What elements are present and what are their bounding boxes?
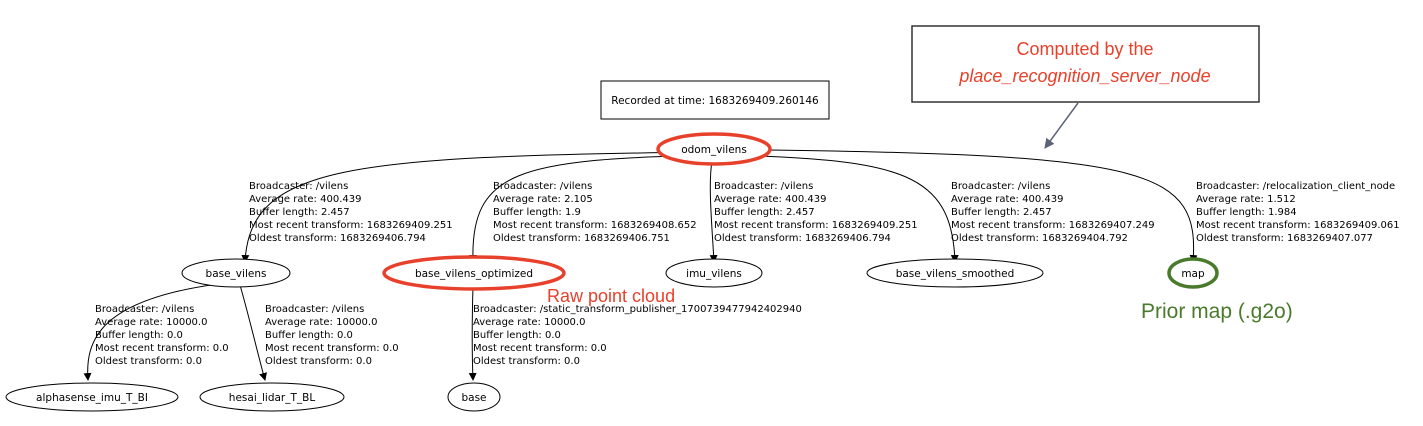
edge-rate: Average rate: 10000.0 [95,317,207,328]
node-alphasense-imu[interactable]: alphasense_imu_T_BI [5,382,179,412]
computed-by-node-name: place_recognition_server_node [958,66,1210,86]
node-odom-vilens-label: odom_vilens [681,144,747,156]
edge-label-odom-to-map: Broadcaster: /relocalization_client_node… [1196,181,1400,244]
edge-base-vilens-to-alphasense [83,283,219,381]
edge-oldest: Oldest transform: 0.0 [473,356,580,367]
edge-base-vilens-to-hesai [239,284,267,381]
edge-oldest: Oldest transform: 0.0 [95,356,202,367]
node-base-vilens-label: base_vilens [206,268,267,280]
edge-rate: Average rate: 2.105 [493,194,593,205]
edge-rate: Average rate: 400.439 [714,194,826,205]
raw-point-cloud-annotation: Raw point cloud [547,286,675,306]
node-hesai-lidar-label: hesai_lidar_T_BL [229,392,316,404]
node-base-vilens-optimized-label: base_vilens_optimized [415,268,533,280]
edge-label-odom-to-base-vilens-optimized: Broadcaster: /vilens Average rate: 2.105… [493,181,697,244]
edge-odom-to-imu-vilens [709,160,718,263]
edge-broadcaster: Broadcaster: /vilens [95,304,194,315]
node-alphasense-imu-label: alphasense_imu_T_BI [36,392,148,404]
edge-broadcaster: Broadcaster: /relocalization_client_node [1196,181,1395,192]
edge-buffer: Buffer length: 1.9 [493,207,581,218]
edge-optimized-to-base [468,285,477,381]
edge-recent: Most recent transform: 0.0 [265,343,399,354]
computed-by-callout: Computed by the place_recognition_server… [911,25,1260,149]
edge-odom-to-base-vilens [241,151,701,263]
recorded-time-box: Recorded at time: 1683269409.260146 [600,80,830,120]
edge-broadcaster: Broadcaster: /vilens [249,181,348,192]
node-odom-vilens[interactable]: odom_vilens [656,132,772,166]
edge-buffer: Buffer length: 2.457 [249,207,350,218]
edge-recent: Most recent transform: 1683269409.061 [1196,220,1400,231]
edge-buffer: Buffer length: 0.0 [265,330,353,341]
recorded-time-text: Recorded at time: 1683269409.260146 [611,95,819,107]
node-base[interactable]: base [447,382,501,412]
edge-label-base-vilens-to-hesai: Broadcaster: /vilens Average rate: 10000… [265,304,399,367]
edge-label-odom-to-base-vilens-smoothed: Broadcaster: /vilens Average rate: 400.4… [951,181,1155,244]
edge-recent: Most recent transform: 1683269409.251 [714,220,918,231]
node-map-label: map [1181,268,1205,280]
edge-odom-to-base-vilens-smoothed [729,154,959,263]
edge-oldest: Oldest transform: 1683269406.751 [493,233,670,244]
callout-arrow [1044,102,1079,149]
edge-label-odom-to-imu-vilens: Broadcaster: /vilens Average rate: 400.4… [714,181,918,244]
edge-recent: Most recent transform: 1683269409.251 [249,220,453,231]
node-map[interactable]: map [1167,257,1219,289]
edge-rate: Average rate: 400.439 [951,194,1063,205]
edge-recent: Most recent transform: 0.0 [473,343,607,354]
edge-broadcaster: Broadcaster: /vilens [265,304,364,315]
node-base-vilens-optimized[interactable]: base_vilens_optimized [382,255,566,291]
edge-buffer: Buffer length: 0.0 [473,330,561,341]
edge-rate: Average rate: 400.439 [249,194,361,205]
prior-map-annotation: Prior map (.g2o) [1141,300,1293,323]
edge-oldest: Oldest transform: 1683269407.077 [1196,233,1373,244]
edge-oldest: Oldest transform: 1683269404.792 [951,233,1128,244]
edge-oldest: Oldest transform: 0.0 [265,356,372,367]
edge-recent: Most recent transform: 1683269408.652 [493,220,697,231]
edge-odom-to-base-vilens-optimized [468,154,707,263]
node-hesai-lidar[interactable]: hesai_lidar_T_BL [199,382,345,412]
edge-rate: Average rate: 1.512 [1196,194,1296,205]
edge-label-base-vilens-to-alphasense: Broadcaster: /vilens Average rate: 10000… [95,304,229,367]
edge-recent: Most recent transform: 0.0 [95,343,229,354]
edge-recent: Most recent transform: 1683269407.249 [951,220,1155,231]
node-imu-vilens-label: imu_vilens [686,268,742,280]
edge-buffer: Buffer length: 2.457 [714,207,815,218]
edge-broadcaster: Broadcaster: /vilens [493,181,592,192]
edge-rate: Average rate: 10000.0 [473,317,585,328]
node-imu-vilens[interactable]: imu_vilens [665,258,763,288]
node-base-vilens[interactable]: base_vilens [181,258,291,288]
node-base-vilens-smoothed-label: base_vilens_smoothed [896,268,1015,280]
node-base-label: base [461,392,486,404]
edge-buffer: Buffer length: 2.457 [951,207,1052,218]
edge-oldest: Oldest transform: 1683269406.794 [714,233,891,244]
edge-oldest: Oldest transform: 1683269406.794 [249,233,426,244]
computed-by-line1: Computed by the [1016,39,1153,59]
edge-buffer: Buffer length: 1.984 [1196,207,1297,218]
edge-label-odom-to-base-vilens: Broadcaster: /vilens Average rate: 400.4… [249,181,453,244]
edge-rate: Average rate: 10000.0 [265,317,377,328]
edge-buffer: Buffer length: 0.0 [95,330,183,341]
edge-broadcaster: Broadcaster: /vilens [714,181,813,192]
edge-label-optimized-to-base: Broadcaster: /static_transform_publisher… [473,304,802,367]
node-base-vilens-smoothed[interactable]: base_vilens_smoothed [866,258,1044,288]
edge-odom-to-map [769,149,1198,263]
edge-broadcaster: Broadcaster: /static_transform_publisher… [473,304,802,315]
edge-broadcaster: Broadcaster: /vilens [951,181,1050,192]
